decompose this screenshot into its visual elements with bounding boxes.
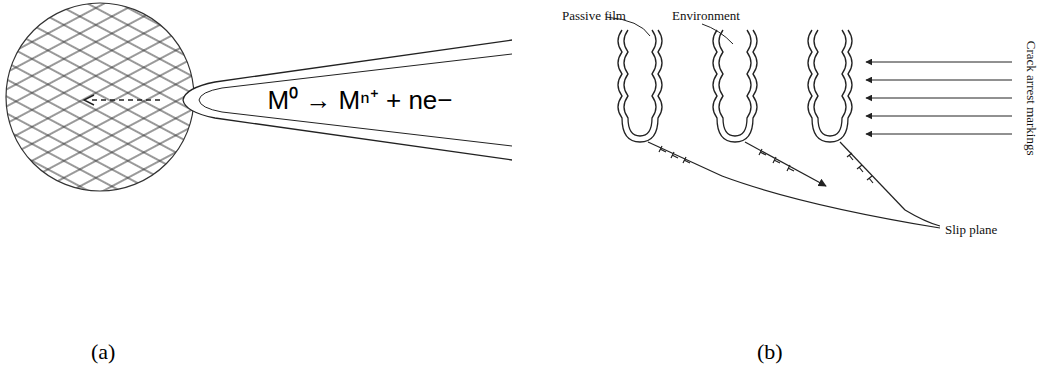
panel-caption: (a) — [91, 340, 115, 364]
part-label: Crack arrest markings — [1023, 41, 1037, 156]
slip-planes — [648, 142, 940, 228]
arrest-arrows — [866, 62, 1012, 134]
leader-line — [702, 24, 733, 44]
arrow-head — [84, 95, 94, 105]
crack-profiles — [618, 30, 852, 142]
panel-caption: (b) — [757, 340, 783, 364]
dashed-arrow — [88, 99, 160, 100]
part-label: Passive film — [562, 9, 626, 23]
grain-circle — [6, 3, 194, 191]
crack-wedge — [183, 40, 512, 160]
reaction-equation: M⁰ → Mⁿ⁺ + ne− — [268, 86, 453, 115]
part-label: Environment — [672, 9, 740, 23]
part-label: Slip plane — [945, 223, 997, 237]
